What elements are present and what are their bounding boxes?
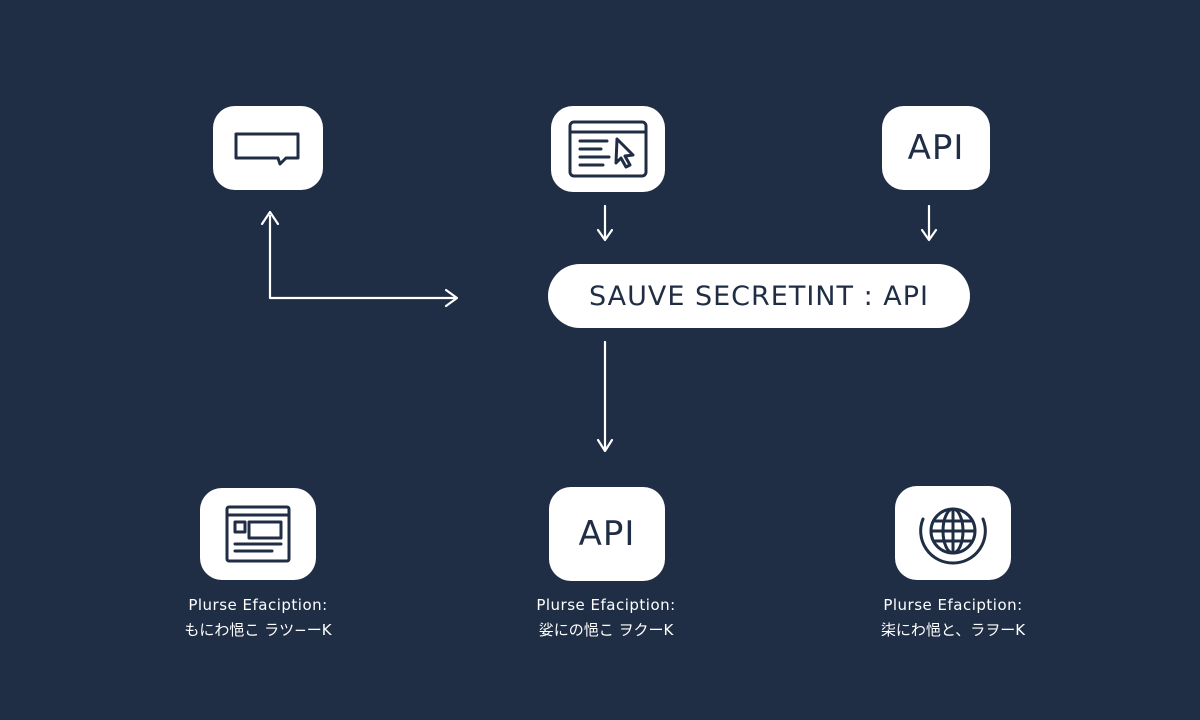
node-api-bottom: API	[549, 487, 665, 581]
arrowhead-right-center	[444, 288, 459, 308]
arrowhead-down-browser	[596, 228, 614, 242]
globe-icon	[919, 507, 987, 565]
arrowhead-down-center	[596, 438, 614, 453]
center-node: SAUVE SECRETINT : API	[548, 264, 970, 328]
caption-document-title: Plurse Efaciption:	[188, 596, 328, 614]
caption-document: Plurse Efaciption: もにわ悒こ ラツ−ーK	[138, 594, 378, 642]
node-chat	[213, 106, 323, 190]
connector-chat-to-center	[268, 214, 458, 300]
caption-globe: Plurse Efaciption: 柒にわ悒と、ラヲーK	[833, 594, 1073, 642]
caption-api-title: Plurse Efaciption:	[536, 596, 676, 614]
caption-api-sub: 娑にの悒こ ヲクーK	[538, 621, 674, 639]
api-top-label: API	[907, 128, 965, 168]
node-browser	[551, 106, 665, 192]
node-globe	[895, 486, 1011, 580]
caption-globe-title: Plurse Efaciption:	[883, 596, 1023, 614]
node-document	[200, 488, 316, 580]
arrowhead-up-chat	[260, 210, 280, 226]
caption-document-sub: もにわ悒こ ラツ−ーK	[184, 621, 332, 639]
caption-api: Plurse Efaciption: 娑にの悒こ ヲクーK	[486, 594, 726, 642]
caption-globe-sub: 柒にわ悒と、ラヲーK	[880, 621, 1026, 639]
node-api-top: API	[882, 106, 990, 190]
arrowhead-down-api	[920, 228, 938, 242]
chat-bubble-icon	[234, 132, 300, 166]
center-label: SAUVE SECRETINT : API	[589, 280, 929, 312]
browser-cursor-icon	[568, 120, 648, 178]
api-bottom-label: API	[578, 514, 636, 554]
document-window-icon	[225, 505, 291, 563]
